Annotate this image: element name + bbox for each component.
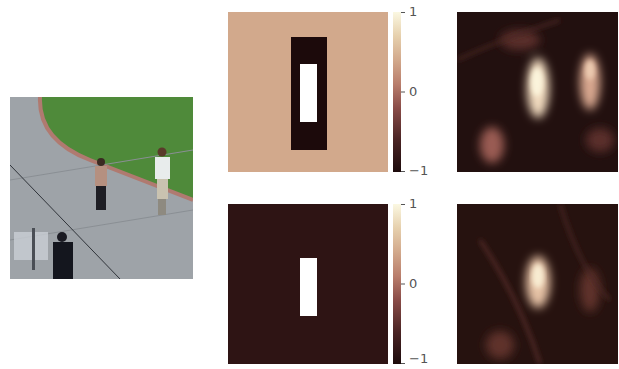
colorbar-tick: 1 — [409, 196, 417, 212]
colorbar-tick: 1 — [409, 4, 417, 20]
colorbar-tick: 0 — [409, 276, 417, 292]
colorbar — [393, 12, 401, 172]
colorbar-tick: 0 — [409, 84, 417, 100]
colorbar-tick: −1 — [409, 351, 428, 367]
colorbar-tick: −1 — [409, 163, 428, 179]
response-heatmap — [457, 12, 618, 172]
response-heatmap — [457, 204, 618, 364]
colorbar — [393, 204, 401, 364]
pedestrian-photo — [10, 97, 193, 279]
filter-image — [228, 204, 388, 364]
filter-image — [228, 12, 388, 172]
